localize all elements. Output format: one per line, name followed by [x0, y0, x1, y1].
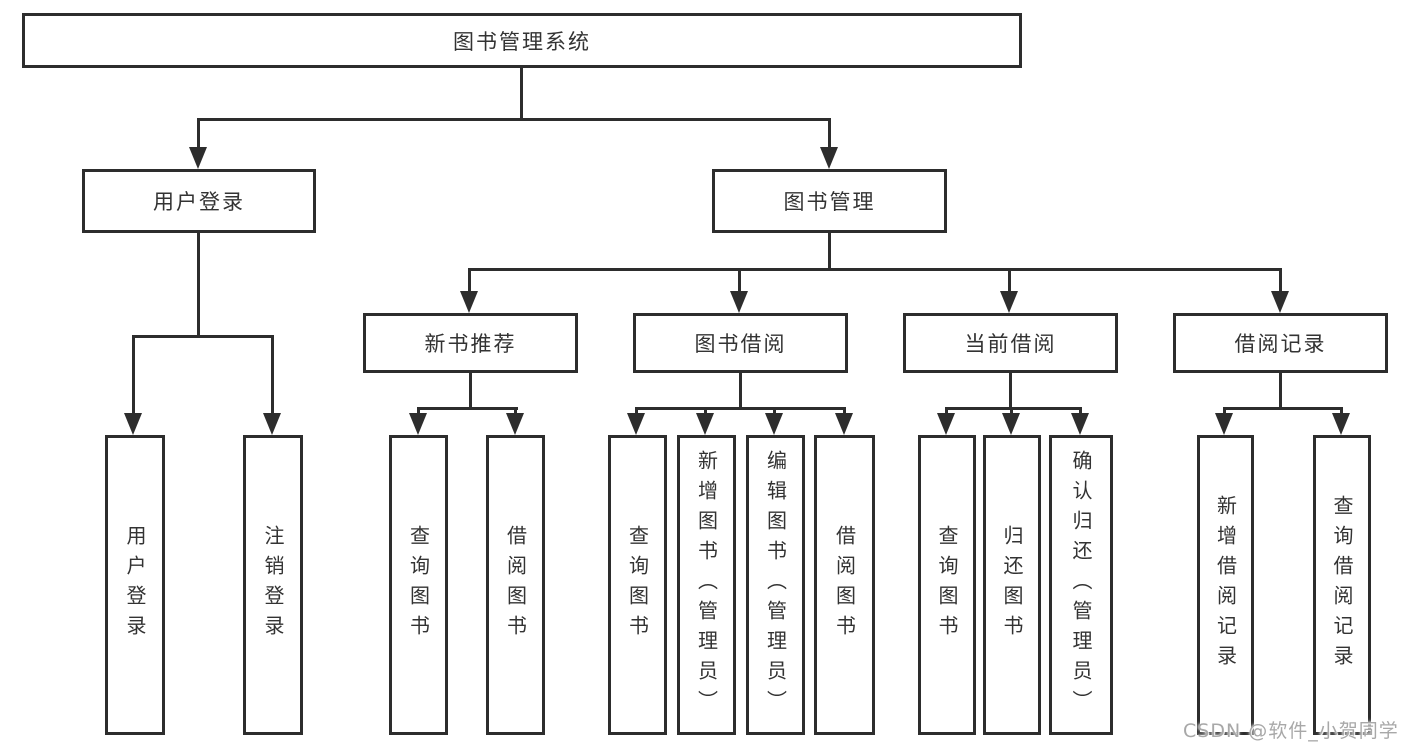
- leaf-confirm-return-admin-label: 确认归还（管理员）: [1069, 450, 1093, 720]
- leaf-logout: 注销登录: [243, 435, 303, 735]
- node-book-management-label: 图书管理: [783, 190, 876, 214]
- arrowhead-leaf: [835, 413, 853, 435]
- leaf-logout-label: 注销登录: [261, 525, 285, 645]
- arrowhead-leaf: [1071, 413, 1089, 435]
- node-root-label: 图书管理系统: [453, 29, 591, 54]
- connector-drop-user-login: [197, 118, 200, 150]
- node-book-borrow-label: 图书借阅: [694, 332, 787, 356]
- leaf-add-books-admin-label: 新增图书（管理员）: [694, 450, 719, 720]
- leaf-query-books: 查询图书: [918, 435, 976, 735]
- node-current-borrow-label: 当前借阅: [964, 332, 1057, 356]
- node-borrow-records: 借阅记录: [1173, 313, 1388, 373]
- arrowhead-leaf: [263, 413, 281, 435]
- leaf-query-borrow-record-label: 查询借阅记录: [1330, 495, 1354, 675]
- arrowhead-leaf: [696, 413, 714, 435]
- arrowhead-new-book: [460, 291, 478, 313]
- connector-borrow-records-stem: [1279, 373, 1282, 410]
- connector-drop-book-borrow: [738, 268, 741, 293]
- arrowhead-user-login: [189, 147, 207, 169]
- node-user-login-label: 用户登录: [153, 190, 245, 214]
- connector-drop-new-book: [468, 268, 471, 293]
- node-new-book-recommend: 新书推荐: [363, 313, 578, 373]
- arrowhead-leaf: [627, 413, 645, 435]
- leaf-query-books-label: 查询图书: [935, 525, 959, 645]
- connector-drop-borrow-records: [1279, 268, 1282, 293]
- leaf-query-books: 查询图书: [608, 435, 667, 735]
- leaf-add-books-admin: 新增图书（管理员）: [677, 435, 736, 735]
- leaf-borrow-books: 借阅图书: [486, 435, 545, 735]
- arrowhead-leaf: [506, 413, 524, 435]
- arrowhead-leaf: [124, 413, 142, 435]
- connector-book-borrow-bar: [635, 407, 846, 410]
- arrowhead-leaf: [1332, 413, 1350, 435]
- leaf-query-books-label: 查询图书: [406, 525, 431, 645]
- leaf-return-books-label: 归还图书: [1000, 525, 1024, 645]
- connector-book-management-stem: [828, 233, 831, 270]
- connector-drop-book-management: [828, 118, 831, 150]
- arrowhead-leaf: [937, 413, 955, 435]
- arrowhead-leaf: [765, 413, 783, 435]
- connector-drop-leaf: [132, 335, 135, 415]
- connector-new-book-stem: [469, 373, 472, 410]
- connector-user-login-bar: [132, 335, 274, 338]
- connector-root-bar: [197, 118, 831, 121]
- arrowhead-book-borrow: [730, 291, 748, 313]
- connector-borrow-records-bar: [1223, 407, 1343, 410]
- leaf-borrow-books: 借阅图书: [814, 435, 875, 735]
- leaf-query-borrow-record: 查询借阅记录: [1313, 435, 1371, 735]
- leaf-confirm-return-admin: 确认归还（管理员）: [1049, 435, 1113, 735]
- node-current-borrow: 当前借阅: [903, 313, 1118, 373]
- leaf-borrow-books-label: 借阅图书: [503, 525, 528, 645]
- connector-drop-leaf: [271, 335, 274, 415]
- leaf-edit-books-admin-label: 编辑图书（管理员）: [763, 450, 788, 720]
- connector-book-management-bar: [468, 268, 1282, 271]
- leaf-borrow-books-label: 借阅图书: [832, 525, 857, 645]
- connector-drop-current-borrow: [1008, 268, 1011, 293]
- leaf-query-books: 查询图书: [389, 435, 448, 735]
- node-new-book-recommend-label: 新书推荐: [424, 332, 517, 356]
- arrowhead-leaf: [1002, 413, 1020, 435]
- leaf-user-login-label: 用户登录: [123, 525, 147, 645]
- leaf-add-borrow-record: 新增借阅记录: [1197, 435, 1254, 735]
- leaf-edit-books-admin: 编辑图书（管理员）: [746, 435, 805, 735]
- connector-root-stem: [520, 66, 523, 120]
- node-book-management: 图书管理: [712, 169, 947, 233]
- arrowhead-borrow-records: [1271, 291, 1289, 313]
- leaf-user-login: 用户登录: [105, 435, 165, 735]
- leaf-return-books: 归还图书: [983, 435, 1041, 735]
- leaf-query-books-label: 查询图书: [625, 525, 650, 645]
- watermark-text: CSDN @软件_小贺同学: [1183, 720, 1399, 742]
- connector-new-book-bar: [417, 407, 518, 410]
- connector-user-login-stem: [197, 233, 200, 338]
- arrowhead-leaf: [409, 413, 427, 435]
- arrowhead-current-borrow: [1000, 291, 1018, 313]
- node-root: 图书管理系统: [22, 13, 1022, 68]
- node-book-borrow: 图书借阅: [633, 313, 848, 373]
- arrowhead-leaf: [1215, 413, 1233, 435]
- connector-current-borrow-stem: [1009, 373, 1012, 410]
- connector-current-borrow-bar: [945, 407, 1082, 410]
- node-borrow-records-label: 借阅记录: [1234, 332, 1327, 356]
- connector-book-borrow-stem: [739, 373, 742, 410]
- arrowhead-book-management: [820, 147, 838, 169]
- leaf-add-borrow-record-label: 新增借阅记录: [1213, 495, 1238, 675]
- node-user-login: 用户登录: [82, 169, 316, 233]
